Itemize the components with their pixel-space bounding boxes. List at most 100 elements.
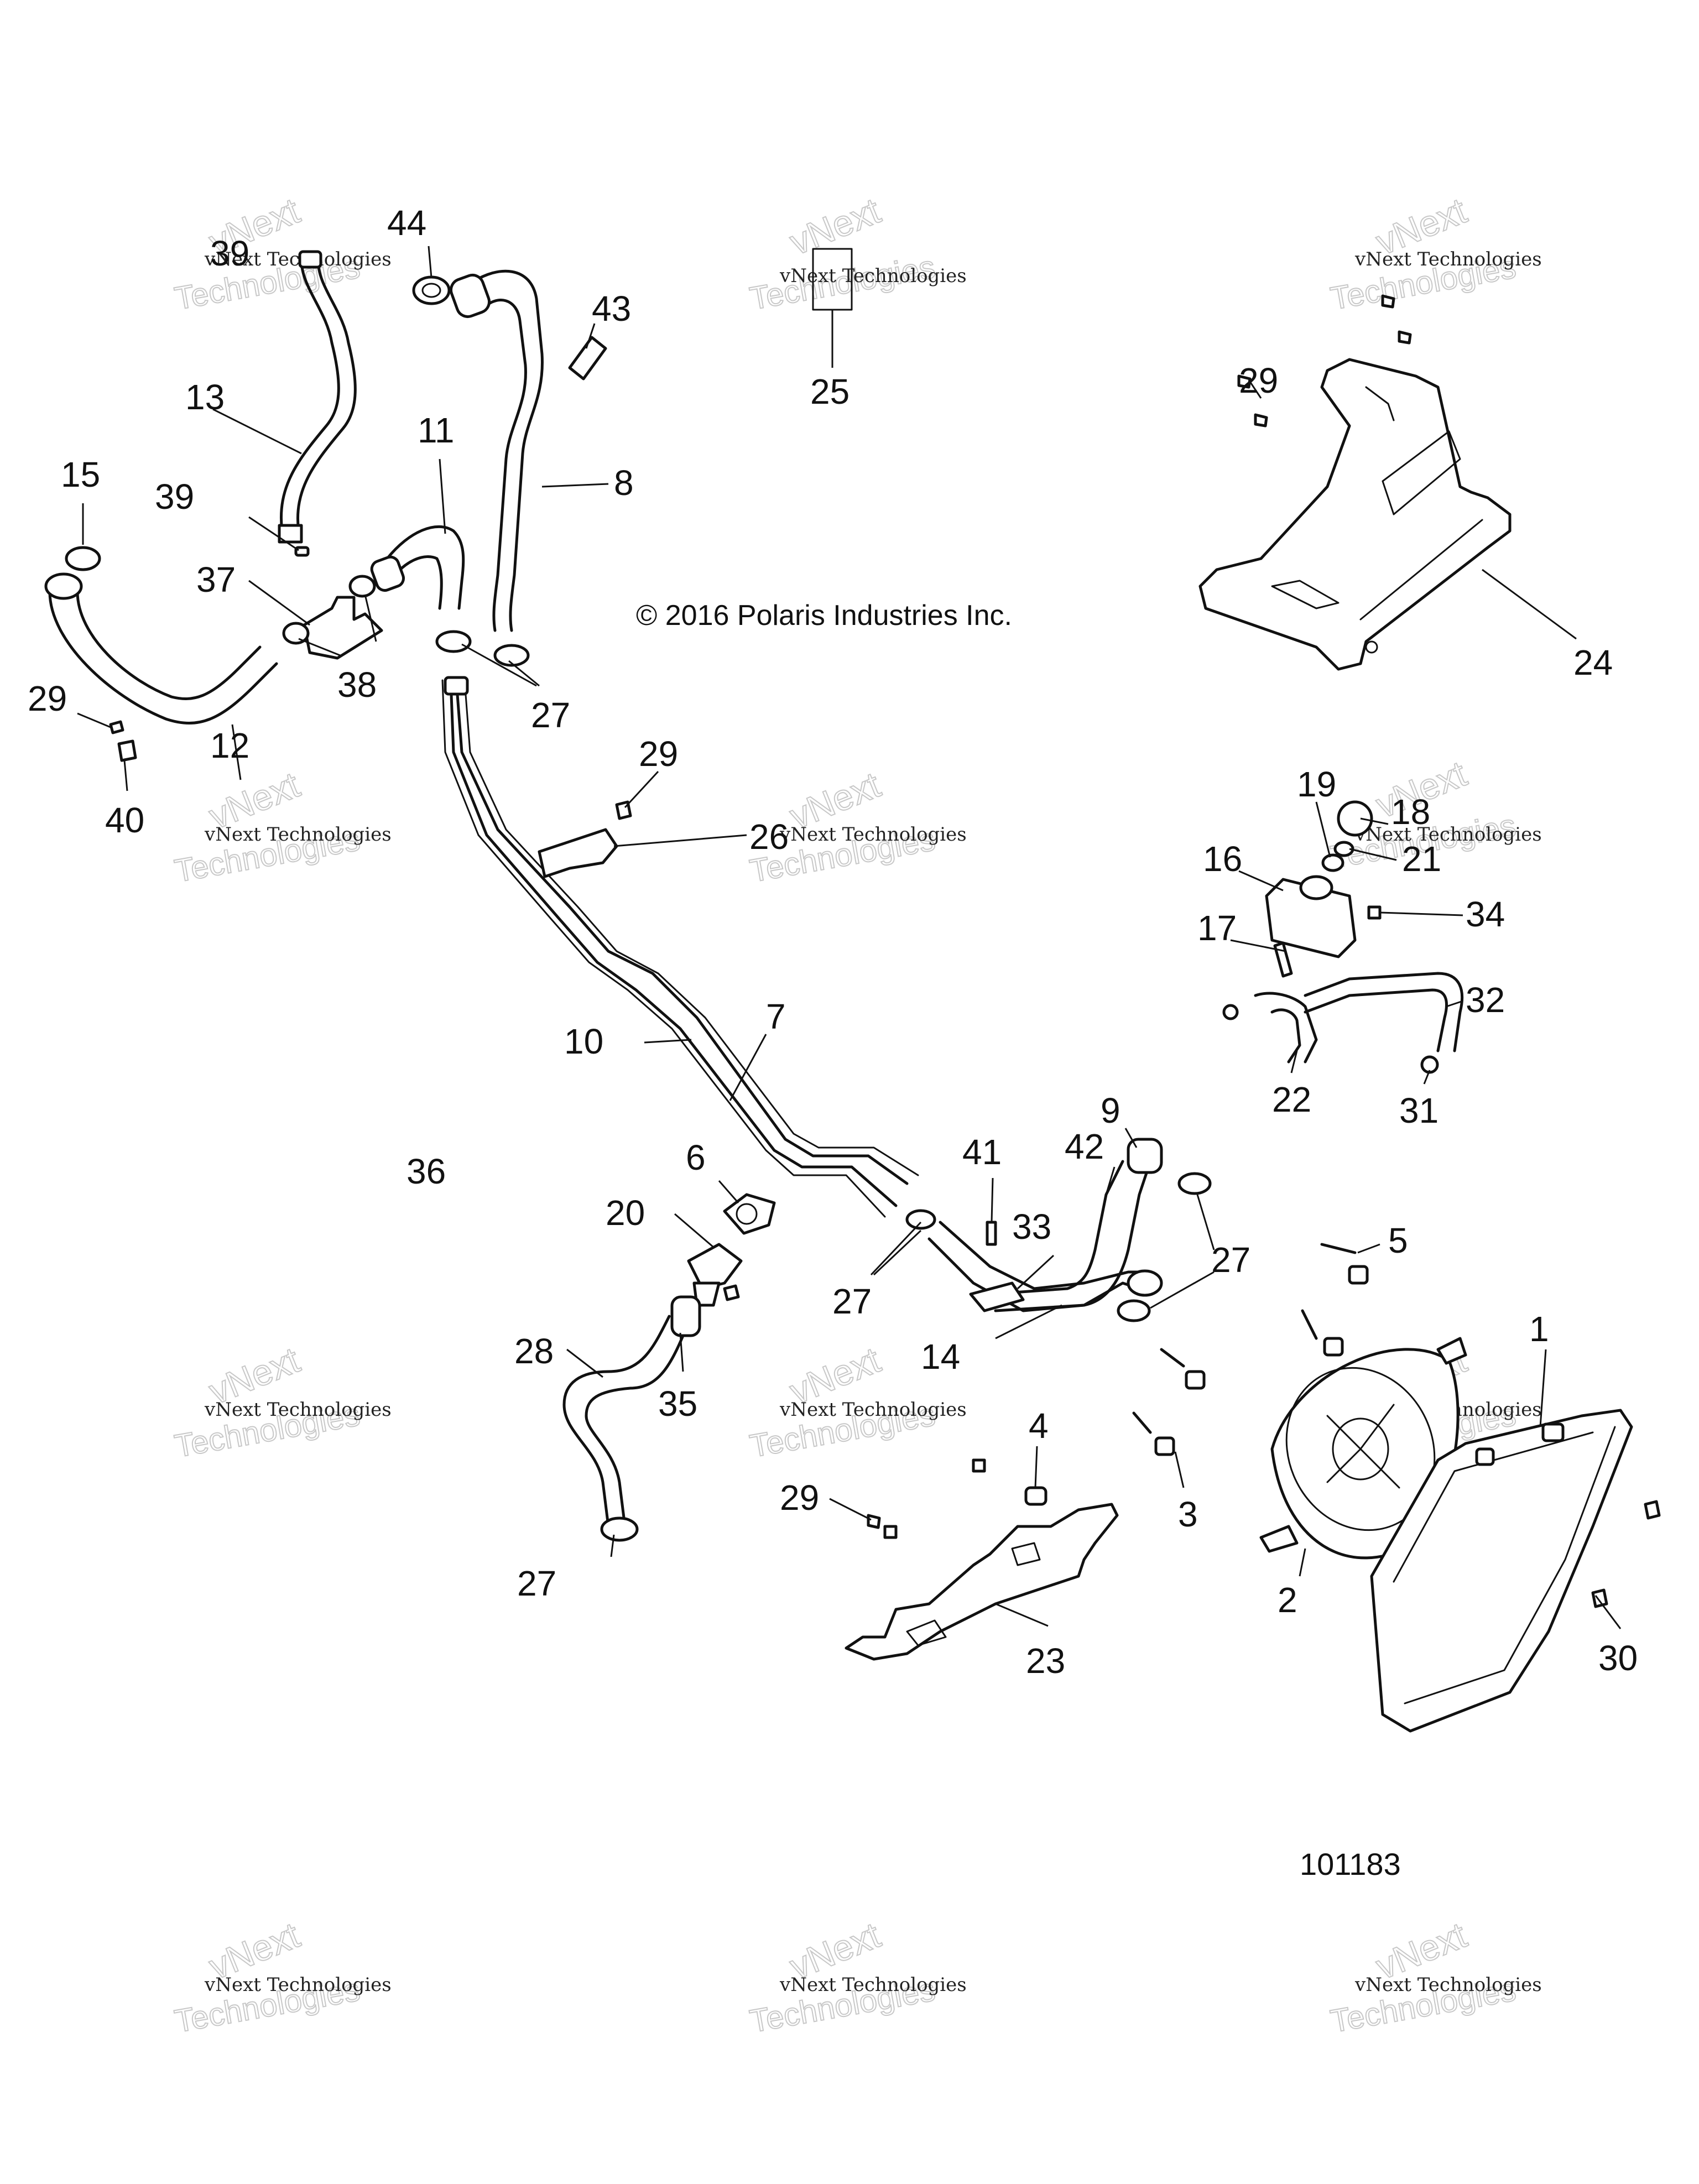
bolt-41 xyxy=(986,1221,997,1246)
callout-37: 37 xyxy=(196,560,236,600)
callout-22: 22 xyxy=(1272,1080,1311,1119)
fitting-43 xyxy=(568,336,607,380)
watermark-top-center: vNext Technologies vNext Technologies xyxy=(747,189,967,317)
callout-27b: 27 xyxy=(832,1281,872,1321)
callout-24: 24 xyxy=(1573,643,1613,682)
watermark-top-left: vNext Technologies vNext Technologies xyxy=(171,189,392,317)
callout-8: 8 xyxy=(614,463,634,503)
hose-13 xyxy=(278,258,357,544)
callout-36: 36 xyxy=(406,1151,446,1191)
svg-text:vNext Technologies: vNext Technologies xyxy=(779,823,967,846)
svg-text:vNext Technologies: vNext Technologies xyxy=(204,1399,392,1421)
hose-11 xyxy=(370,525,465,610)
hose-28 xyxy=(562,1295,701,1542)
callout-12: 12 xyxy=(210,726,249,765)
callout-34: 34 xyxy=(1466,894,1505,934)
callout-20: 20 xyxy=(606,1193,645,1233)
callout-17: 17 xyxy=(1197,908,1237,948)
clamp-27-right xyxy=(1177,1172,1212,1195)
callout-44: 44 xyxy=(387,203,426,243)
callout-28: 28 xyxy=(514,1331,554,1371)
clamps-27-top xyxy=(435,630,530,667)
callout-29a: 29 xyxy=(1239,361,1278,400)
clamp-44 xyxy=(412,275,451,305)
cap-6 xyxy=(723,1193,776,1235)
bracket-24 xyxy=(1198,358,1512,671)
clamps-38 xyxy=(282,575,376,645)
callout-10: 10 xyxy=(564,1021,603,1061)
callout-33: 33 xyxy=(1012,1207,1051,1247)
callout-32: 32 xyxy=(1466,980,1505,1020)
callout-labels: 1 2 3 4 5 6 7 8 9 10 11 12 13 14 15 16 1… xyxy=(28,203,1638,1681)
bolts-23 xyxy=(867,1458,986,1539)
hose-14 xyxy=(927,1221,1163,1312)
bolt-20 xyxy=(723,1284,740,1301)
callout-41: 41 xyxy=(962,1132,1002,1172)
svg-text:vNext Technologies: vNext Technologies xyxy=(1354,1974,1542,1996)
watermark-top-right: vNext Technologies vNext Technologies xyxy=(1327,189,1542,317)
watermark-bottom-center: vNext Technologies vNext Technologies xyxy=(747,1914,967,2040)
hose-12 xyxy=(44,572,278,724)
callout-25: 25 xyxy=(810,372,850,411)
callout-26: 26 xyxy=(749,817,789,857)
callout-30: 30 xyxy=(1598,1638,1638,1678)
tube-7 xyxy=(455,679,909,1185)
clamp-27-hose14 xyxy=(1117,1299,1151,1322)
callout-31: 31 xyxy=(1399,1091,1439,1130)
hose-8 xyxy=(449,269,544,632)
gasket-19 xyxy=(1321,853,1344,872)
bolt-29-left xyxy=(109,720,124,734)
callout-15: 15 xyxy=(61,455,100,494)
cap-18 xyxy=(1337,800,1373,837)
leader-lines xyxy=(77,246,1622,1629)
tee-37 xyxy=(303,596,383,660)
callout-4: 4 xyxy=(1029,1406,1049,1446)
housing-20 xyxy=(687,1243,743,1307)
bolts-5 xyxy=(1301,1243,1369,1357)
callout-27c: 27 xyxy=(1211,1240,1250,1280)
clamp-15 xyxy=(65,546,101,571)
bracket-23 xyxy=(845,1503,1119,1661)
callout-1: 1 xyxy=(1529,1309,1549,1349)
callout-16: 16 xyxy=(1203,839,1242,879)
tube-10 xyxy=(449,679,898,1207)
callout-13: 13 xyxy=(185,377,225,417)
callout-7: 7 xyxy=(766,997,786,1036)
copyright-notice: © 2016 Polaris Industries Inc. xyxy=(636,600,1012,632)
callout-11: 11 xyxy=(418,410,454,450)
callout-29b: 29 xyxy=(28,679,67,718)
radiator-1 xyxy=(1370,1409,1633,1733)
callout-27d: 27 xyxy=(517,1563,556,1603)
bracket-40 xyxy=(117,739,137,762)
callout-5: 5 xyxy=(1388,1221,1408,1260)
tube-bundle-inner xyxy=(441,676,919,1218)
callout-35: 35 xyxy=(658,1384,697,1424)
callout-39a: 39 xyxy=(210,233,249,273)
callout-2: 2 xyxy=(1278,1580,1297,1620)
callout-18: 18 xyxy=(1391,792,1430,832)
grommet-4 xyxy=(1024,1486,1047,1506)
svg-text:vNext Technologies: vNext Technologies xyxy=(779,265,967,287)
bolt-30 xyxy=(1591,1500,1661,1608)
clip-31 xyxy=(1420,1055,1439,1074)
reservoir-16 xyxy=(1265,875,1357,958)
svg-text:vNext: vNext xyxy=(784,190,886,263)
bolt-17 xyxy=(1273,941,1293,978)
svg-text:vNext Technologies: vNext Technologies xyxy=(204,823,392,846)
callout-19: 19 xyxy=(1297,764,1336,804)
bolt-34 xyxy=(1367,905,1382,920)
callout-40: 40 xyxy=(105,800,144,840)
clip-39-top xyxy=(298,250,322,269)
callout-3: 3 xyxy=(1178,1494,1198,1534)
bracket-33 xyxy=(969,1281,1025,1312)
watermark-bottom-right: vNext Technologies vNext Technologies xyxy=(1327,1914,1542,2040)
bolts-3 xyxy=(1132,1348,1206,1456)
bolts-24 xyxy=(1237,294,1412,428)
callout-27a: 27 xyxy=(531,695,570,735)
callout-39b: 39 xyxy=(155,477,194,517)
clip-39-lower xyxy=(294,546,310,557)
hose-22 xyxy=(1222,992,1318,1064)
watermark-lower-left: vNext Technologies vNext Technologies xyxy=(171,1338,392,1465)
svg-text:vNext Technologies: vNext Technologies xyxy=(1354,248,1542,270)
